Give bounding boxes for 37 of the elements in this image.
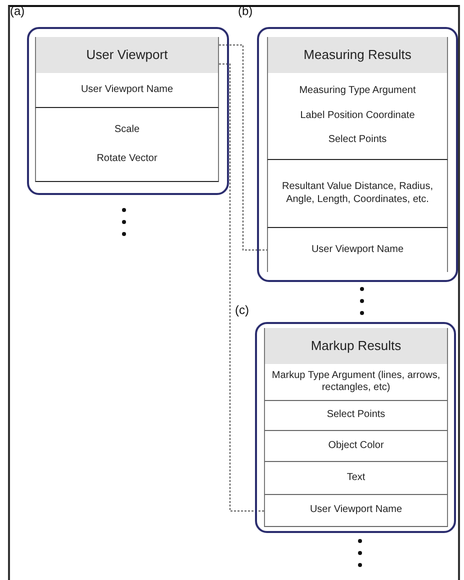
table-title: User Viewport — [86, 46, 168, 64]
panel-label: (a) — [10, 4, 25, 18]
table-row — [267, 73, 448, 160]
field-label: User Viewport Name — [311, 244, 404, 256]
table-row — [267, 228, 448, 272]
table-row — [264, 401, 448, 431]
table-row — [264, 364, 448, 401]
field-label: Text — [346, 472, 366, 484]
panel-label: (c) — [235, 303, 249, 317]
table-row — [35, 73, 219, 108]
field-label: User Viewport Name — [310, 504, 402, 517]
table-header — [264, 328, 448, 364]
connector-line — [218, 64, 264, 512]
field-label: User Viewport Name — [80, 84, 174, 96]
panel-frame — [257, 27, 458, 282]
table-header — [35, 37, 219, 73]
panel-frame — [27, 27, 229, 195]
field-label: Label Position Coordinate — [300, 110, 415, 122]
field-label: Select Points — [328, 134, 387, 147]
table-row — [267, 160, 448, 228]
table-row — [264, 431, 448, 462]
table-title: Markup Results — [310, 338, 402, 354]
field-label: Rotate Vector — [96, 152, 158, 165]
field-label: Markup Type Argument (lines, arrows, rectangles, etc) — [271, 370, 441, 394]
connector-line — [218, 44, 268, 250]
field-label: Object Color — [328, 440, 384, 452]
field-label: Select Points — [326, 409, 386, 422]
field-label: Resultant Value Distance, Radius, Angle, Length, Coordinates, etc. — [280, 181, 434, 206]
field-label: Measuring Type Argument — [299, 85, 416, 98]
panel-label: (b) — [238, 4, 253, 18]
panel-frame — [255, 322, 456, 533]
table-row — [264, 462, 448, 495]
table-header — [267, 37, 448, 73]
table-row — [264, 495, 448, 527]
field-label: Scale — [114, 124, 140, 136]
table-title: Measuring Results — [304, 46, 412, 64]
table-row — [35, 108, 219, 182]
